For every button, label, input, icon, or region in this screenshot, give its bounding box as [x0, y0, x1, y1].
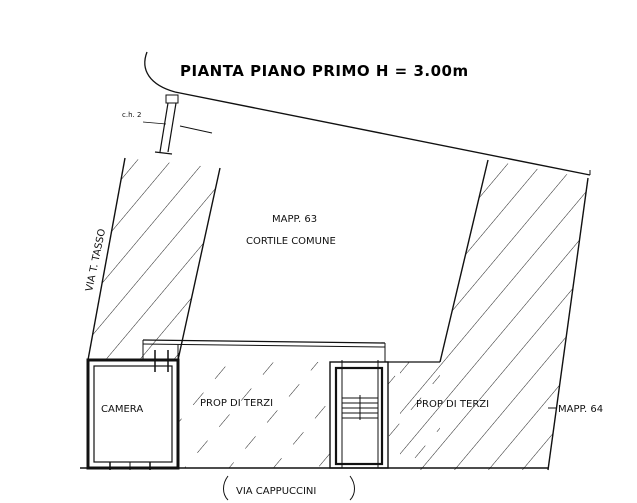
chimney-label: c.h. 2: [122, 111, 141, 119]
top-boundary: [174, 91, 591, 176]
right-band-inner-edge: [439, 159, 489, 363]
hatched-zone-left: [88, 158, 220, 360]
prop-terzi-left-label: PROP DI TERZI: [200, 398, 273, 409]
right-band-outer-edge: [547, 177, 589, 471]
mapp64-label: MAPP. 64: [558, 404, 603, 415]
hatched-zone-bottom-right: [388, 362, 440, 468]
camera-label: CAMERA: [101, 404, 143, 415]
hatched-zone-right: [400, 160, 588, 470]
street-bracket-left: [223, 475, 229, 501]
stairwell: [329, 360, 389, 469]
prop-terzi-right-label: PROP DI TERZI: [416, 399, 489, 410]
left-band-inner-edge: [177, 167, 221, 361]
via-cappuccini-label: VIA CAPPUCCINI: [236, 486, 316, 497]
plan-title: PIANTA PIANO PRIMO H = 3.00m: [180, 62, 469, 80]
stair-treads: [342, 395, 378, 420]
street-bracket-right: [349, 475, 355, 501]
boundary-curve: [144, 51, 176, 93]
hatched-zone-bottom-left: [178, 362, 330, 468]
mapp63-label: MAPP. 63: [272, 214, 317, 225]
left-band-outer-edge: [87, 157, 126, 361]
chimney-detail: [142, 94, 213, 155]
cortile-label: CORTILE COMUNE: [246, 236, 336, 247]
